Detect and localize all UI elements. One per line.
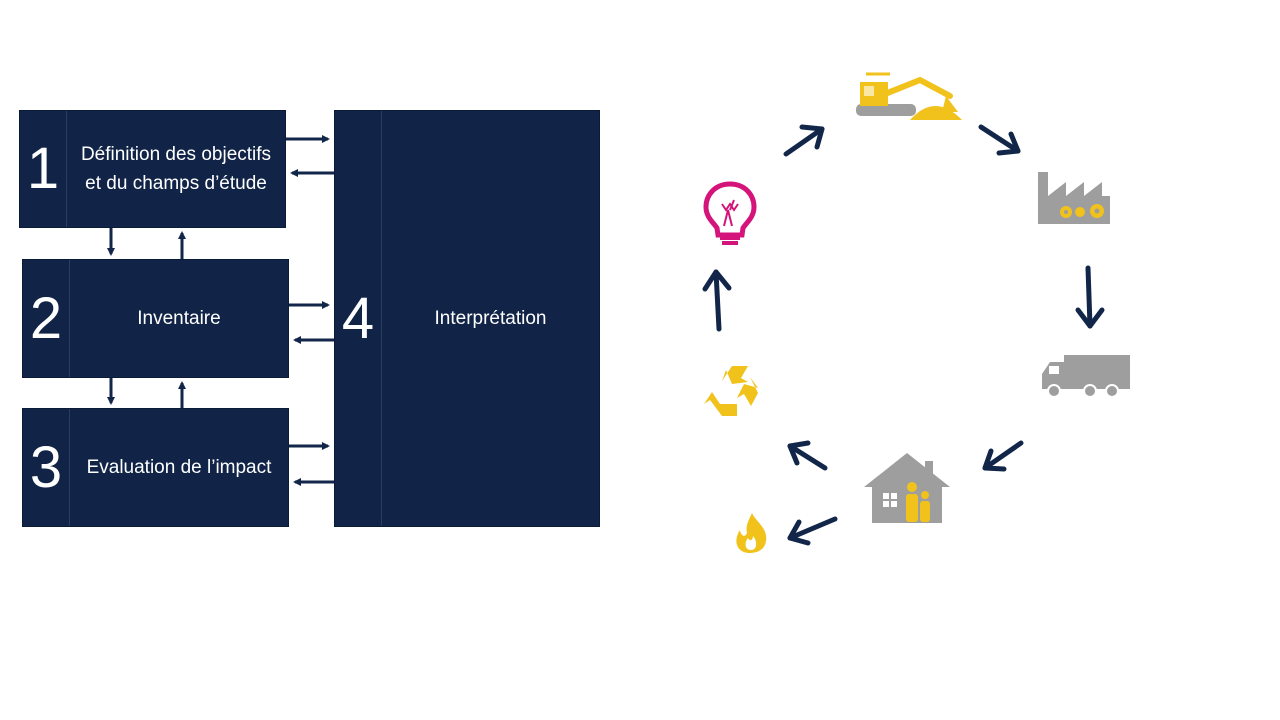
- step-divider: [69, 409, 70, 526]
- step-number: 4: [341, 285, 375, 351]
- cycle-arrow: [787, 440, 828, 471]
- cycle-arrow: [787, 516, 838, 546]
- cycle-arrow: [978, 124, 1021, 156]
- cycle-arrow: [1075, 265, 1105, 329]
- cycle-arrow: [702, 269, 732, 332]
- step-number: 1: [26, 136, 60, 201]
- step-divider: [69, 260, 70, 377]
- step-4-box: 4 Interprétation: [334, 110, 600, 527]
- step-label: Inventaire: [137, 308, 221, 329]
- process-arrows: [107, 135, 334, 486]
- cycle-arrow: [783, 124, 825, 157]
- step-number: 3: [29, 434, 63, 500]
- step-label: Interprétation: [434, 308, 547, 329]
- excavator-icon: [856, 72, 962, 120]
- factory-icon: [1038, 172, 1110, 224]
- step-divider: [381, 111, 382, 526]
- truck-icon: [1042, 355, 1130, 398]
- cycle-arrows: [702, 124, 1105, 546]
- step-label: Evaluation de l’impact: [86, 457, 272, 478]
- step-number: 2: [29, 285, 63, 351]
- recycle-icon: [704, 366, 758, 416]
- step-divider: [66, 111, 67, 227]
- cycle-arrow: [982, 440, 1024, 472]
- step-1-box: 1 Définition des objectifs et du champs …: [19, 110, 286, 228]
- house-family-icon: [864, 453, 950, 523]
- fire-icon: [736, 513, 767, 553]
- step-label: Définition des objectifs et du champs d’…: [80, 144, 272, 194]
- step-3-box: 3 Evaluation de l’impact: [22, 408, 289, 527]
- lightbulb-icon: [703, 181, 757, 245]
- step-2-box: 2 Inventaire: [22, 259, 289, 378]
